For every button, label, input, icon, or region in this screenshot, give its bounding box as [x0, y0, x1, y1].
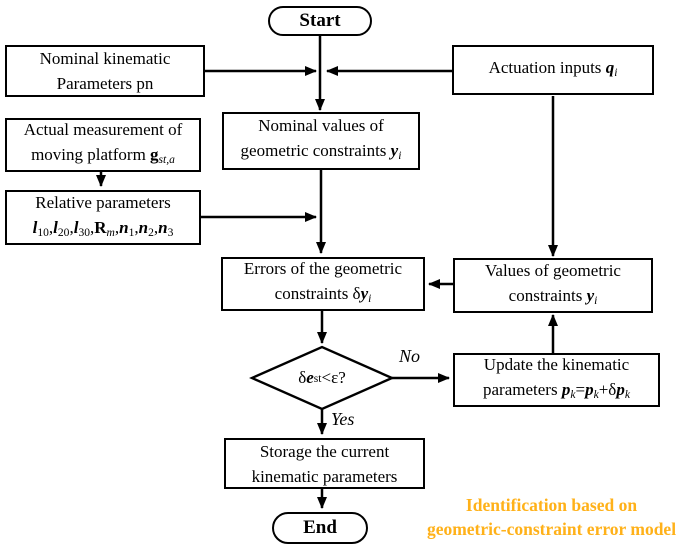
yes-label: Yes: [331, 409, 355, 429]
values-line1: Values of geometric: [485, 260, 621, 280]
nominal-params-box: Nominal kinematic Parameters pn: [5, 45, 205, 97]
actuation-inputs-label: Actuation inputs qi: [488, 57, 618, 80]
storage-box: Storage the current kinematic parameters: [224, 438, 425, 489]
nominal-values-line1: Nominal values of: [258, 116, 384, 136]
end-node: End: [272, 512, 368, 544]
actual-measurement-box: Actual measurement of moving platform gs…: [5, 118, 201, 172]
caption-line2: geometric-constraint error model: [426, 519, 677, 539]
nominal-params-line1: Nominal kinematic: [39, 49, 171, 68]
storage-line1: Storage the current: [259, 441, 390, 461]
update-params-line1: Update the kinematic: [483, 355, 630, 375]
relative-params-line2: l10,l20,l30,Rm,n1,n2,n3: [32, 217, 174, 240]
errors-line1: Errors of the geometric: [243, 259, 403, 279]
update-params-line2: parameters pk=pk+δpk: [483, 380, 630, 402]
update-params-box: Update the kinematic parameters pk=pk+δp…: [453, 353, 660, 407]
actuation-inputs-box: Actuation inputs qi: [452, 45, 654, 95]
end-label: End: [303, 517, 337, 538]
values-line2: constraints yi: [508, 285, 598, 308]
decision-diamond-shape: [249, 345, 395, 411]
values-box: Values of geometric constraints yi: [453, 258, 653, 313]
relative-params-line1: Relative parameters: [35, 192, 171, 212]
caption-line1: Identification based on: [465, 495, 638, 515]
caption-text: Identification based on geometric-constr…: [418, 493, 685, 541]
nominal-values-line2: geometric constraints yi: [240, 141, 402, 163]
storage-line2: kinematic parameters: [251, 466, 398, 486]
nominal-values-box: Nominal values of geometric constraints …: [222, 112, 420, 170]
nominal-params-line2: Parameters pn: [56, 74, 154, 93]
start-node: Start: [268, 6, 372, 36]
start-label: Start: [299, 10, 341, 31]
actual-measurement-line2: moving platform gst,a: [31, 145, 175, 167]
errors-line2: constraints δyi: [274, 284, 372, 306]
actual-measurement-line1: Actual measurement of: [23, 120, 183, 140]
no-label: No: [399, 346, 421, 366]
relative-params-box: Relative parameters l10,l20,l30,Rm,n1,n2…: [5, 190, 201, 245]
errors-box: Errors of the geometric constraints δyi: [221, 257, 425, 311]
